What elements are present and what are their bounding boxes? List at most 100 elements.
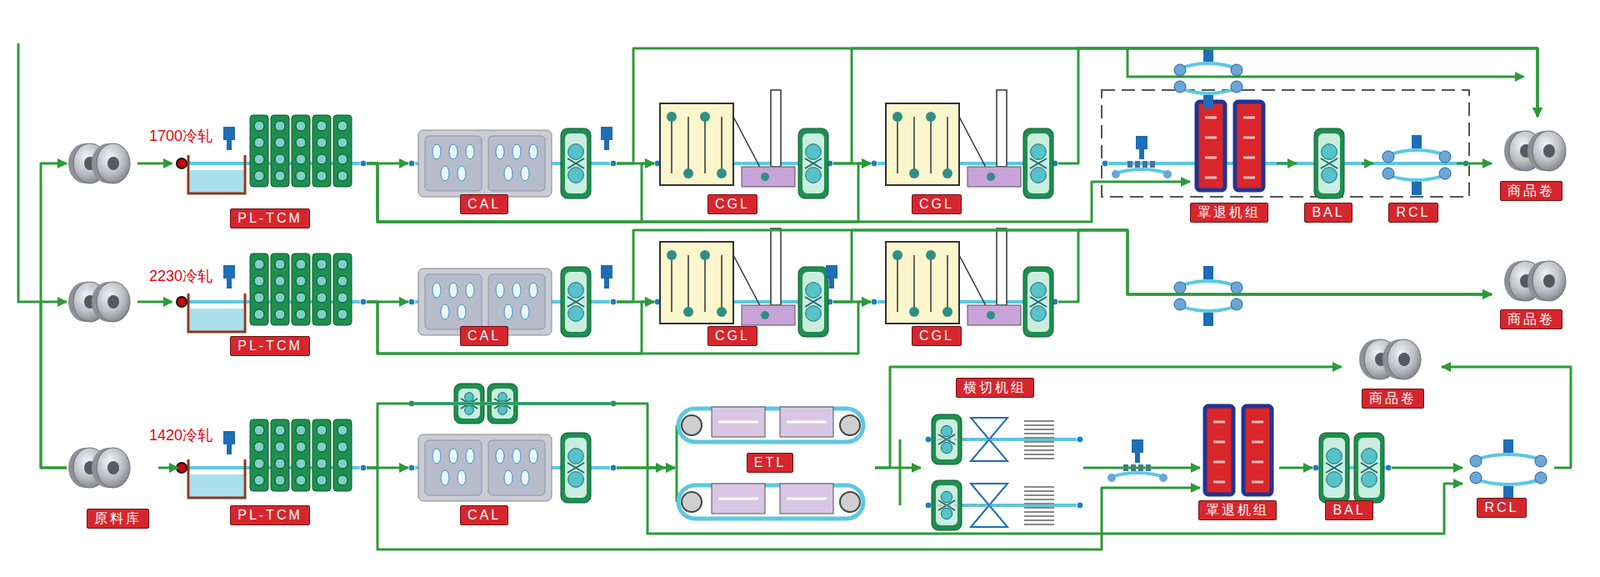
mill-roll	[337, 137, 348, 148]
rewind-roll	[1382, 167, 1395, 180]
flow-arrow	[1058, 230, 1492, 302]
furnace-mark	[1251, 460, 1264, 464]
furnace-roll	[465, 282, 475, 298]
furnace-roll	[512, 144, 521, 160]
flow-arrow	[366, 403, 675, 468]
inspection-head	[1203, 95, 1214, 109]
plating-mark	[718, 497, 759, 500]
coiler	[1314, 128, 1345, 199]
strip-loop	[930, 116, 932, 174]
coiler-drum	[568, 471, 585, 488]
flow-arrow	[1083, 466, 1200, 470]
pickling-tank	[188, 293, 245, 332]
flow-arrow	[366, 163, 871, 222]
annealing-furnace	[418, 268, 552, 335]
mill-roll	[254, 275, 265, 286]
cooling-tower	[996, 90, 1007, 167]
coiler-inner	[565, 271, 587, 332]
gauge-icon	[223, 430, 235, 445]
zinc-pot	[741, 305, 795, 325]
furnace-mark	[1243, 176, 1255, 180]
plating-cell	[711, 406, 765, 437]
galvanizing-furnace	[885, 241, 960, 324]
process-node: PL-TCM	[66, 100, 367, 234]
coiler-drum	[1030, 305, 1047, 322]
loop-roll	[925, 250, 936, 260]
sheet-stack	[1024, 436, 1055, 439]
mill-roll	[275, 475, 285, 485]
strip-dot	[408, 464, 415, 471]
mill-stand	[312, 419, 331, 491]
sink-roll	[760, 172, 770, 181]
flow-line	[137, 300, 172, 304]
sheet-stack	[1024, 498, 1055, 500]
mill-stand	[312, 115, 331, 187]
coiler-drum	[498, 405, 508, 415]
rewind-roll	[1439, 150, 1451, 163]
coiler-cross	[805, 296, 822, 307]
gauge-icon	[1135, 452, 1140, 463]
rewind-roll	[1174, 281, 1186, 294]
flow-line	[675, 425, 679, 502]
flow-arrow	[366, 163, 1190, 222]
coiler	[560, 432, 591, 503]
gauge-icon	[600, 265, 613, 279]
furnace-roll	[495, 144, 505, 160]
sink-roll	[986, 172, 995, 181]
coiler-drum	[1326, 471, 1343, 488]
strip-loop	[720, 255, 723, 312]
inspection-head	[1203, 48, 1214, 62]
loop-roll	[925, 111, 936, 122]
mill-roll	[295, 154, 306, 165]
mill-roll	[295, 441, 306, 452]
furnace-roll	[520, 304, 530, 320]
mill-roll	[316, 309, 327, 320]
strip-dot	[1385, 464, 1392, 471]
equipment-label: 商品卷	[1500, 180, 1563, 201]
mill-roll	[316, 154, 327, 165]
coiler	[798, 128, 829, 199]
mill-stand	[291, 419, 310, 491]
rewind-roll	[1535, 471, 1547, 484]
line-name: 1420冷轧	[149, 426, 213, 444]
mill-roll	[275, 425, 285, 435]
equipment-label: CAL	[460, 194, 509, 215]
coil-shape	[1387, 339, 1421, 380]
strip-loop	[913, 116, 915, 174]
loop-roll	[909, 306, 920, 317]
mill-roll	[337, 259, 348, 270]
mill-roll	[316, 425, 327, 435]
equipment-label: 横切机组	[955, 377, 1035, 398]
furnace-roll	[440, 165, 450, 181]
coiler-inner	[565, 437, 587, 498]
mill-roll	[295, 137, 306, 148]
mill-roll	[337, 425, 348, 435]
process-node: 商品卷	[1491, 116, 1584, 205]
equipment-label: 罩退机组	[1198, 500, 1277, 520]
gauge-icon	[223, 126, 235, 140]
inspection-head	[1411, 135, 1422, 149]
leveler-strip	[1112, 169, 1171, 175]
leveler-roll	[1111, 170, 1120, 179]
loop-roll	[716, 306, 727, 317]
mill-roll	[295, 458, 306, 469]
entry-roll	[176, 158, 187, 169]
zinc-pot	[741, 166, 795, 187]
mill-stand	[291, 115, 310, 187]
coiler-drum	[805, 144, 822, 160]
coiler-inner	[1027, 271, 1050, 332]
flow-arrow	[1058, 48, 1538, 164]
loop-roll	[909, 168, 920, 179]
coiler-drum	[805, 167, 822, 184]
sheet-stack	[1024, 515, 1055, 517]
pickling-liquid	[190, 170, 244, 193]
process-node: RCL	[1373, 116, 1457, 225]
mill-stand	[333, 419, 352, 491]
mill-roll	[275, 275, 285, 286]
pickling-liquid	[190, 308, 244, 331]
furnace-mark	[1213, 460, 1225, 464]
strip-loop	[670, 116, 673, 174]
mill-roll	[337, 120, 348, 131]
sheet-stack	[1024, 494, 1055, 496]
